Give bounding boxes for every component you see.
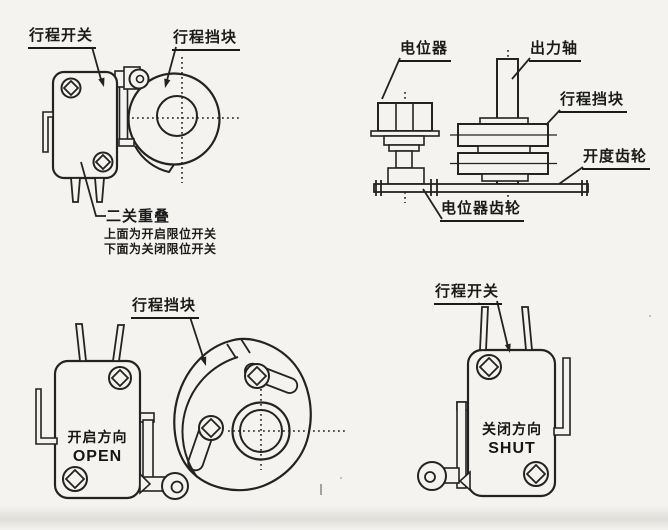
roller [128,68,150,90]
screw [198,415,224,441]
arrowhead [98,77,105,87]
micro-switch-open [35,323,189,500]
shut-direction-text: 关闭方向 SHUT [470,421,554,458]
scan-artifact-band [0,506,668,530]
panel-bottom-left-drawing [35,316,347,500]
leader-lines [189,316,207,366]
centerline-crosshair [127,57,240,183]
screw [60,77,82,99]
screw [476,354,502,380]
leader-lines [496,300,511,353]
cam-disc [127,57,240,183]
leader-lines [381,57,584,220]
label-overlap-line1: 上面为开启限位开关 [104,227,217,241]
arrowhead [200,356,207,366]
label-potentiometer-gear: 电位器齿轮 [440,200,525,222]
open-direction-cn: 开启方向 [67,429,128,445]
actuator-wedge [139,472,152,495]
label-travel-block-bl: 行程挡块 [131,297,200,319]
arrowhead [504,343,511,353]
open-direction-en: OPEN [72,447,123,465]
screw [523,461,549,487]
roller [161,472,189,500]
cam-plates [173,337,347,495]
screw [244,363,270,389]
label-output-shaft: 出力轴 [529,40,582,62]
roller [417,461,447,491]
screw [108,366,132,390]
label-overlap-line2: 下面为关闭限位开关 [104,242,217,256]
screw [62,466,88,492]
label-potentiometer: 电位器 [399,40,452,62]
label-overlap-title: 二关重叠 [106,208,171,225]
label-limit-switch-tl: 行程开关 [28,27,97,49]
label-travel-block-tl: 行程挡块 [172,29,241,51]
gear-bar [373,179,589,196]
actuator-wedge [458,470,471,492]
panel-top-right-drawing [370,50,589,220]
shut-direction-en: SHUT [488,439,536,457]
output-shaft-assembly [450,58,557,185]
panel-top-left-drawing [42,46,240,217]
label-limit-switch-br: 行程开关 [434,283,503,305]
label-opening-gear: 开度齿轮 [582,148,651,170]
arrowhead [164,78,171,88]
leader-lines [80,46,177,217]
centerline-crosshair [228,389,347,470]
label-travel-block-tr: 行程挡块 [559,91,628,113]
panel-bottom-right-drawing [417,300,571,498]
open-direction-text: 开启方向 OPEN [56,429,139,466]
shut-direction-cn: 关闭方向 [482,421,542,437]
micro-switch-shut [417,306,571,498]
screw [92,151,114,173]
potentiometer-assembly [370,102,440,185]
